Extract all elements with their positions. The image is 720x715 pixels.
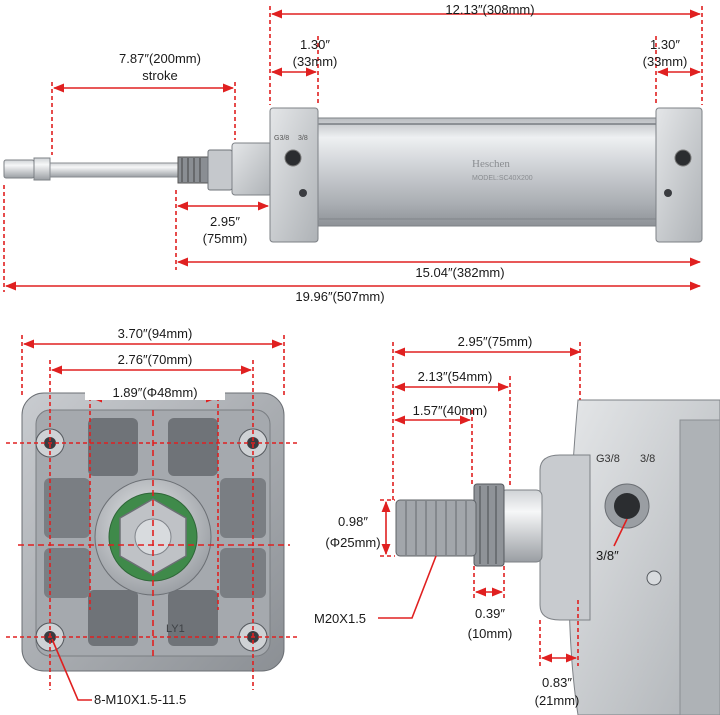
thread-callout-label: 8-M10X1.5-11.5 (94, 692, 187, 707)
overall-length-label: 12.13″(308mm) (445, 2, 535, 17)
side-view-cylinder (3, 107, 703, 243)
stroke-dim-line2: stroke (142, 68, 178, 83)
model-text: MODEL:SC40X200 (472, 175, 533, 182)
detail-54mm-label: 2.13″(54mm) (417, 369, 493, 384)
left-cap-dim-line1: 1.30″ (300, 37, 330, 52)
end-width-label: 3.70″(94mm) (117, 326, 193, 341)
right-cap-dim-line2: (33mm) (642, 54, 688, 69)
rod-diameter-line2: (Φ25mm) (325, 535, 381, 550)
detail-port-mark-left: G3/8 (596, 453, 620, 465)
stroke-dim-line1: 7.87″(200mm) (119, 51, 201, 66)
side-port-mark-right: 3/8 (298, 135, 308, 142)
detail-view-dimension-lines (378, 342, 628, 666)
cap-thickness-line1: 0.83″ (542, 675, 572, 690)
nut-thickness-line2: (10mm) (467, 626, 513, 641)
port-size-label: 3/8″ (596, 548, 619, 563)
detail-port-mark-right: 3/8 (640, 453, 656, 465)
end-view-dimension-lines (6, 335, 300, 701)
detail-view-cylinder (395, 399, 720, 715)
rod-extension-line1: 2.95″ (210, 214, 240, 229)
brand-logo: Heschen (472, 158, 510, 170)
boss-diameter-label: 1.89″(Φ48mm) (85, 385, 225, 400)
detail-75mm-label: 2.95″(75mm) (457, 334, 533, 349)
right-cap-dim-line1: 1.30″ (650, 37, 680, 52)
hole-spacing-label: 2.76″(70mm) (117, 352, 193, 367)
side-view-dimension-lines (3, 6, 703, 292)
cast-mark-text: LY1 (166, 623, 185, 635)
rod-extension-line2: (75mm) (202, 231, 248, 246)
detail-40mm-label: 1.57″(40mm) (412, 403, 488, 418)
left-cap-dim-line2: (33mm) (292, 54, 338, 69)
thread-size-label: M20X1.5 (314, 611, 367, 626)
nut-thickness-line1: 0.39″ (475, 606, 505, 621)
body-plus-rod-label: 15.04″(382mm) (415, 265, 505, 280)
rod-diameter-line1: 0.98″ (338, 514, 368, 529)
cap-thickness-line2: (21mm) (534, 693, 580, 708)
side-port-mark-left: G3/8 (274, 135, 290, 142)
total-length-label: 19.96″(507mm) (295, 289, 385, 304)
